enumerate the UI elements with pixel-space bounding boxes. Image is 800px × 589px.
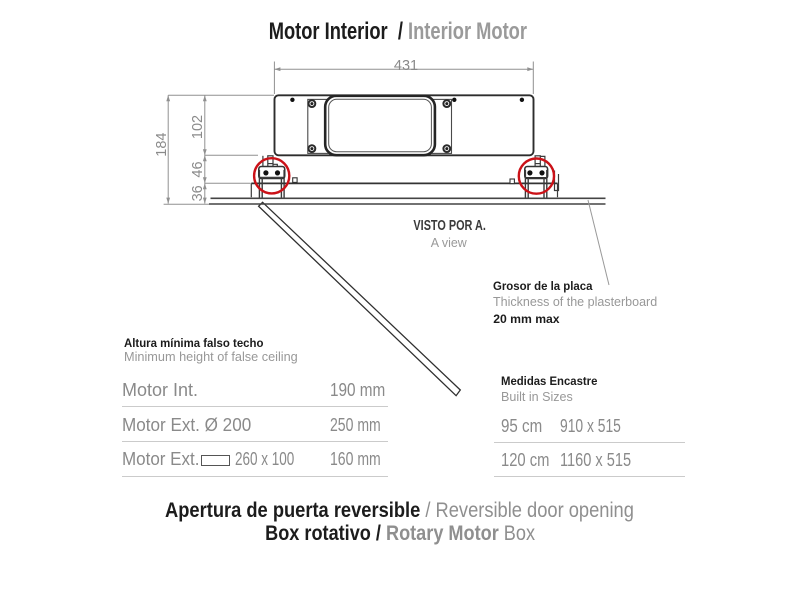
svg-text:102: 102: [190, 115, 206, 139]
svg-text:184: 184: [154, 132, 170, 156]
svg-text:46: 46: [190, 161, 206, 177]
svg-text:36: 36: [190, 185, 206, 201]
svg-text:431: 431: [394, 58, 418, 74]
